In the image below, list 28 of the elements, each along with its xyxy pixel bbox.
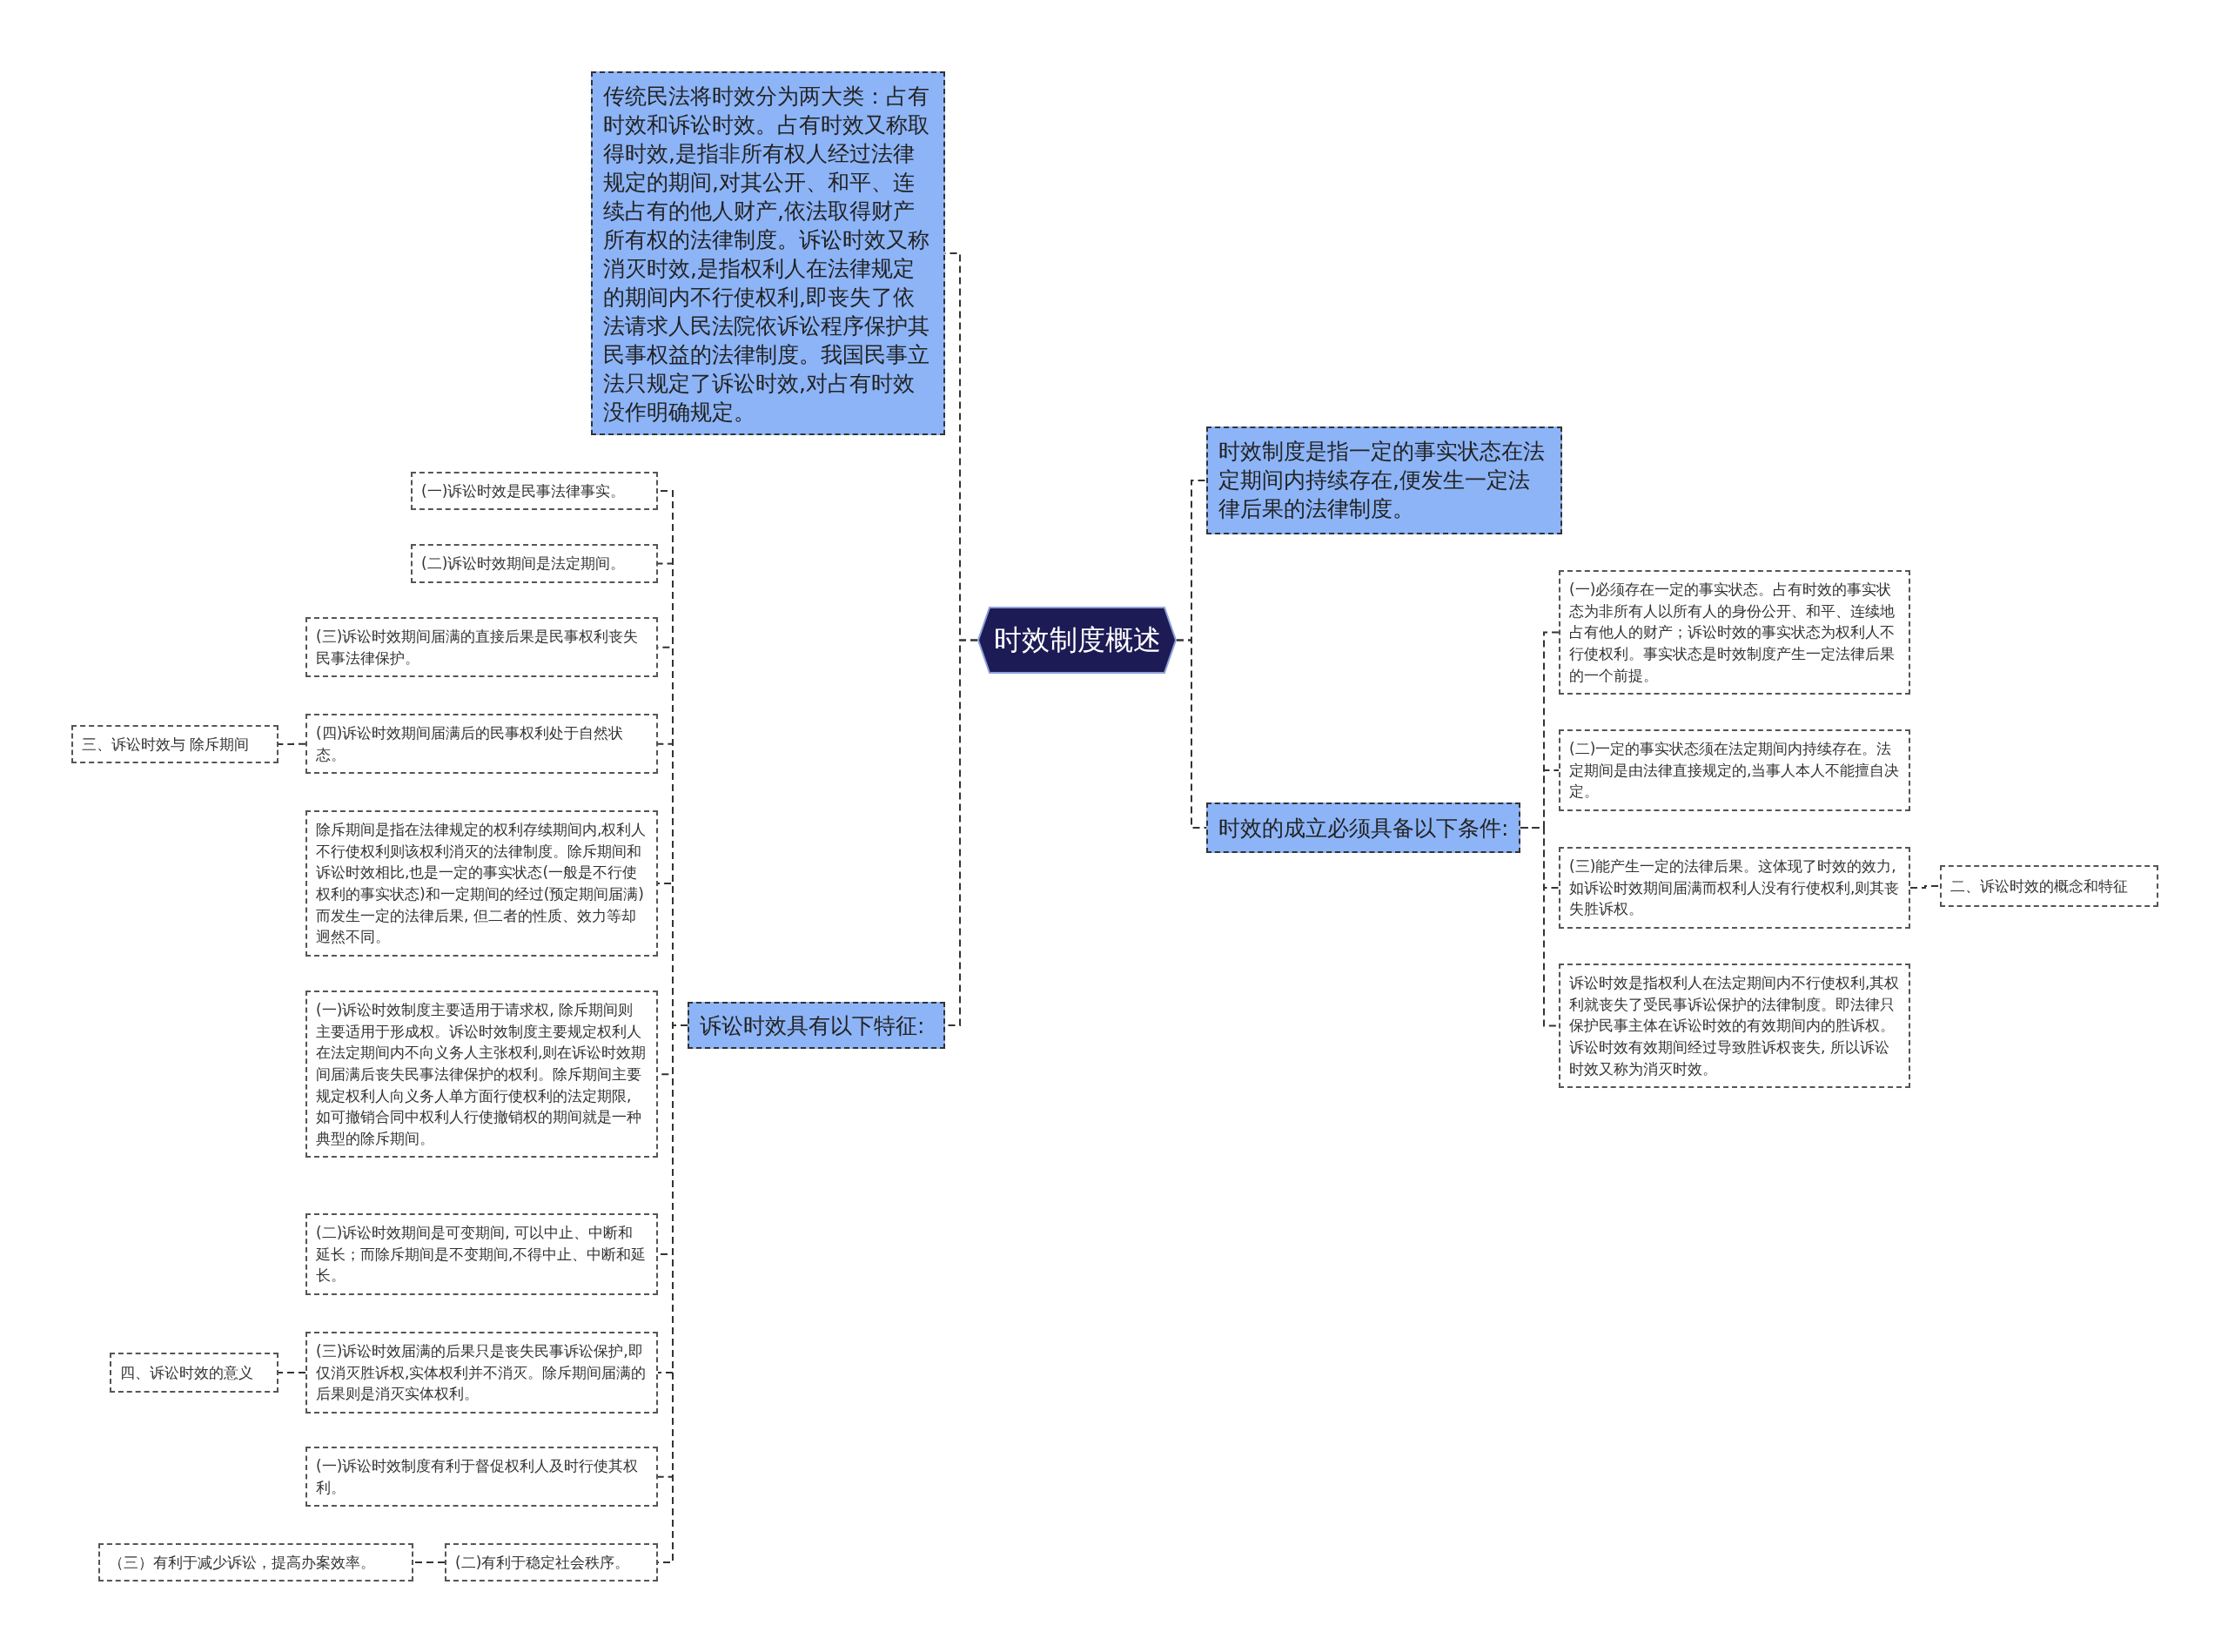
note-box: 诉讼时效是指权利人在法定期间内不行使权利,其权利就丧失了受民事诉讼保护的法律制度。即法律只保护民事主体在诉讼时效的有效期间内的胜诉权。诉讼时效有效期间经过导致胜诉权丧失, 所以诉讼时效又称为消灭时效。 — [1559, 964, 1910, 1089]
topic-box: 时效的成立必须具备以下条件: — [1206, 802, 1521, 853]
note-box: (一)诉讼时效制度主要适用于请求权, 除斥期间则主要适用于形成权。诉讼时效制度主要规定权利人在法定期间内不向义务人主张权利,则在诉讼时效期间届满后丧失民事法律保护的权利。除斥期间主要规定权利人向义务人单方面行使权利的法定期限, 如可撤销合同中权利人行使撤销权的期间就是一种典型的除斥期间。 — [305, 991, 658, 1158]
note-box: (二)有利于稳定社会秩序。 — [445, 1543, 658, 1581]
connector-line — [413, 1561, 446, 1563]
note-box: (二)诉讼时效期间是法定期间。 — [411, 544, 658, 583]
connector-line — [278, 742, 306, 745]
note-box: (四)诉讼时效期间届满后的民事权利处于自然状态。 — [305, 714, 658, 775]
note-box: (二)诉讼时效期间是可变期间, 可以中止、中断和延长；而除斥期间是不变期间,不得中止、中断和延长。 — [305, 1213, 658, 1295]
note-box: (二)一定的事实状态须在法定期间内持续存在。法定期间是由法律直接规定的,当事人本人不能擅自决定。 — [1559, 729, 1910, 811]
topic-hexagon: 时效制度概述 — [977, 607, 1177, 674]
note-box: (三)能产生一定的法律后果。这体现了时效的效力,如诉讼时效期间届满而权利人没有行使权利,则其丧失胜诉权。 — [1559, 847, 1910, 929]
note-box: （三）有利于减少诉讼，提高办案效率。 — [98, 1543, 413, 1581]
topic-box: 时效制度是指一定的事实状态在法定期间内持续存在,便发生一定法律后果的法律制度。 — [1206, 426, 1562, 534]
connector-line — [278, 1371, 306, 1373]
note-box: 四、诉讼时效的意义 — [110, 1353, 278, 1393]
connector-line — [1909, 885, 1941, 889]
note-box: (三)诉讼时效期间届满的直接后果是民事权利丧失民事法律保护。 — [305, 617, 658, 678]
note-box: (一)诉讼时效是民事法律事实。 — [411, 472, 658, 510]
note-box: 除斥期间是指在法律规定的权利存续期间内,权利人不行使权利则该权利消灭的法律制度。除斥期间和诉讼时效相比,也是一定的事实状态(一般是不行使权利的事实状态)和一定期间的经过(预定期间届满)而发生一定的法律后果, 但二者的性质、效力等却迥然不同。 — [305, 810, 658, 957]
topic-box: 诉讼时效具有以下特征: — [688, 1002, 945, 1049]
topic-box: 传统民法将时效分为两大类：占有时效和诉讼时效。占有时效又称取得时效,是指非所有权人经过法律规定的期间,对其公开、和平、连续占有的他人财产,依法取得财产所有权的法律制度。诉讼时效又称消灭时效,是指权利人在法律规定的期间内不行使权利,即丧失了依法请求人民法院依诉讼程序保护其民事权益的法律制度。我国民事立法只规定了诉讼时效,对占有时效没作明确规定。 — [591, 71, 945, 435]
note-box: 三、诉讼时效与 除斥期间 — [71, 725, 278, 763]
note-box: (三)诉讼时效届满的后果只是丧失民事诉讼保护,即仅消灭胜诉权,实体权利并不消灭。除斥期间届满的后果则是消灭实体权利。 — [305, 1332, 658, 1414]
note-box: (一)必须存在一定的事实状态。占有时效的事实状态为非所有人以所有人的身份公开、和平、连续地占有他人的财产；诉讼时效的事实状态为权利人不行使权利。事实状态是时效制度产生一定法律后果的一个前提。 — [1559, 570, 1910, 695]
connector-line — [1176, 639, 1207, 829]
note-box: 二、诉讼时效的概念和特征 — [1940, 865, 2158, 907]
note-box: (一)诉讼时效制度有利于督促权利人及时行使其权利。 — [305, 1447, 658, 1508]
